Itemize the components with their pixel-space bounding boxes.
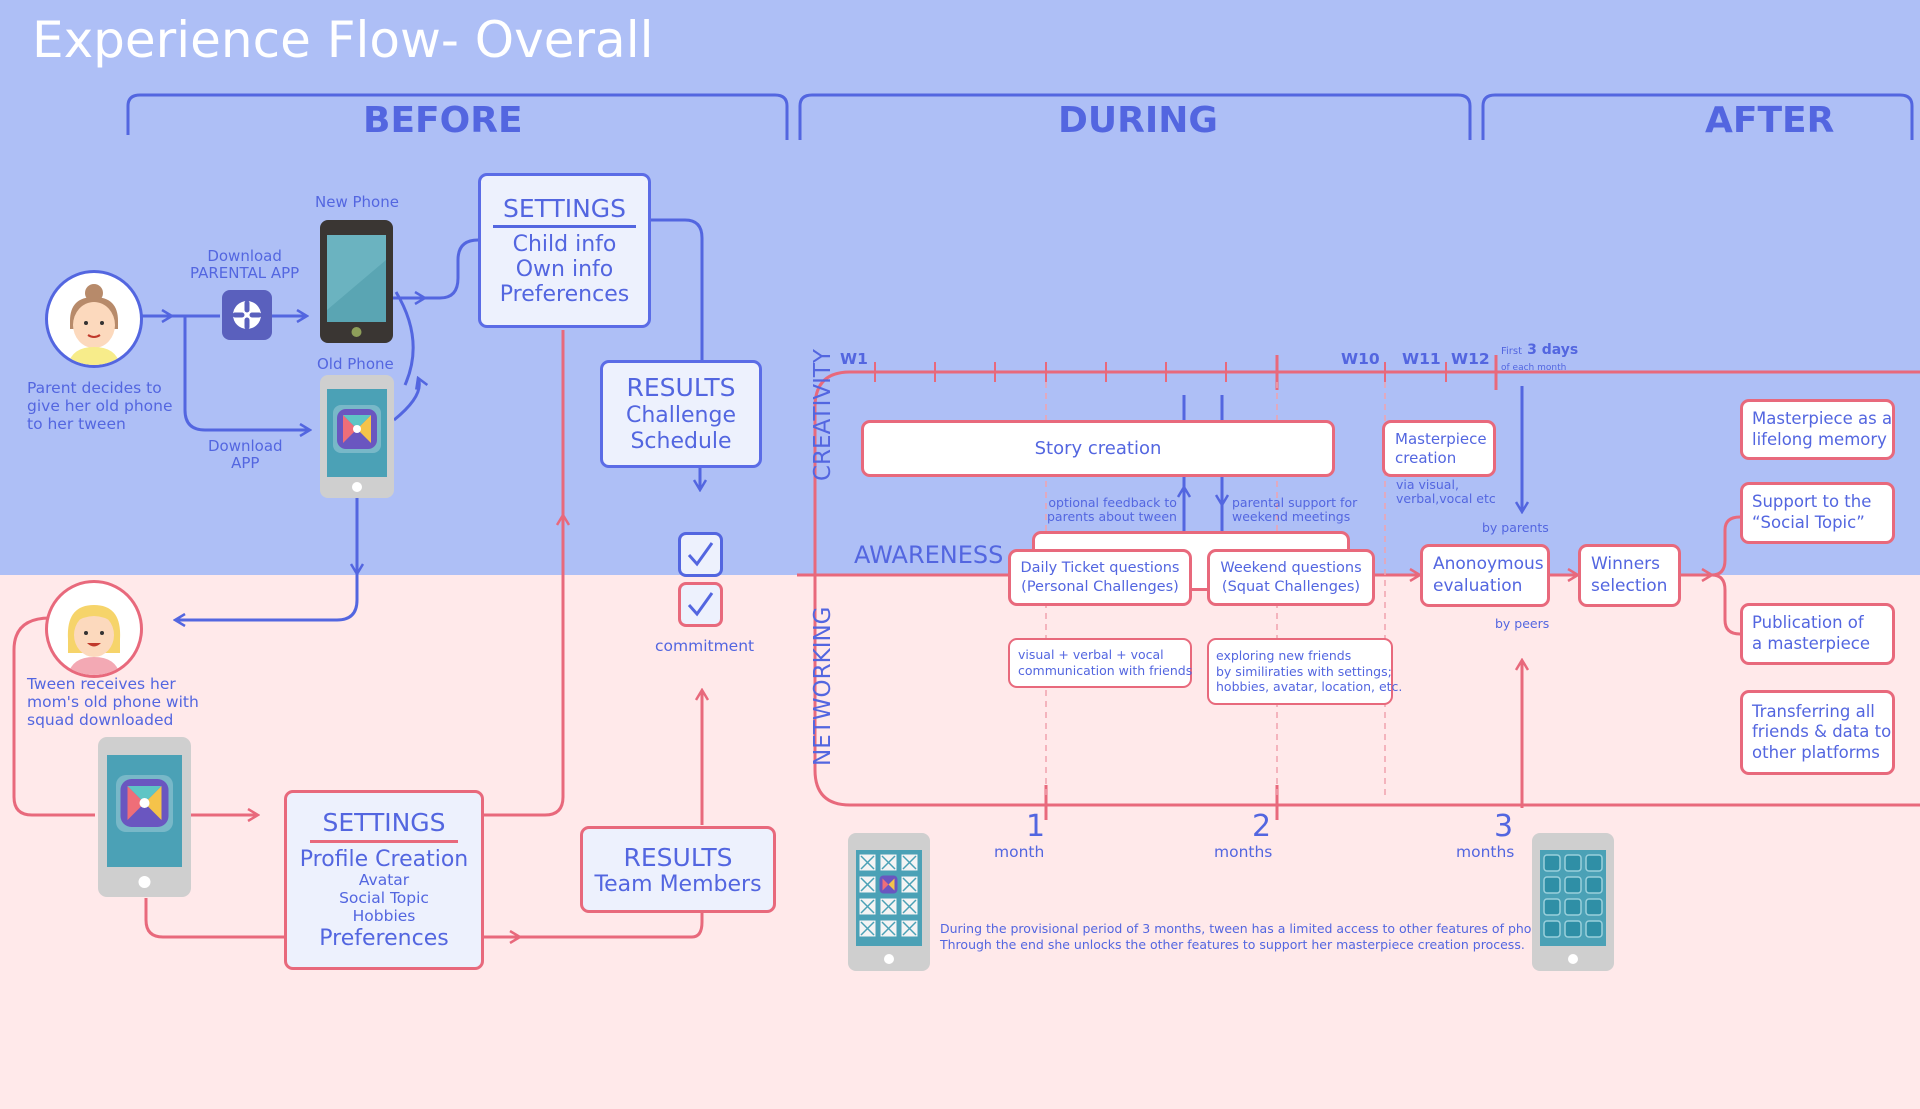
locked-phone-icon [848,833,930,971]
after-item-lifelong-memory: Masterpiece as a lifelong memory [1740,399,1895,460]
after-item-label: Support to the “Social Topic” [1752,492,1872,532]
results-schedule-line: Challenge [626,402,736,428]
month-3-number: 3 [1494,809,1514,844]
visual-verbal-box: visual + verbal + vocal communication wi… [1008,638,1192,688]
results-team-line: Team Members [594,871,762,897]
daily-ticket-box: Daily Ticket questions (Personal Challen… [1008,549,1192,606]
new-phone-label: New Phone [315,193,399,211]
after-item-label: Transferring all friends & data to other… [1752,701,1892,762]
phase-before: BEFORE [363,100,523,141]
results-schedule-title: RESULTS [626,372,736,402]
results-schedule-box: RESULTS Challenge Schedule [600,360,762,468]
axis-networking: NETWORKING [810,606,836,766]
results-team-box: RESULTS Team Members [580,826,776,913]
week-label-w12: W12 [1451,350,1490,368]
first-days-big: 3 days [1527,342,1579,358]
month-2-label: months [1214,843,1273,861]
settings-tween-sub: Social Topic [339,888,429,907]
settings-tween-profile: Profile Creation [299,846,469,872]
by-peers-note: by peers [1495,616,1550,631]
settings-parent-box: SETTINGS Child info Own info Preferences [478,173,651,328]
download-parental-label: Download PARENTAL APP [190,247,300,283]
parental-app-icon[interactable] [222,290,272,340]
old-phone-label: Old Phone [317,355,394,373]
winners-selection-label: Winners selection [1591,554,1668,596]
commitment-label: commitment [655,637,755,655]
weekend-questions-box: Weekend questions (Squat Challenges) [1207,549,1375,606]
unlocked-phone-icon [1532,833,1614,971]
new-phone-icon [320,220,393,343]
axis-creativity: CREATIVITY [810,349,836,481]
via-visual-note: via visual, verbal,vocal etc [1396,477,1496,507]
checkbox-red [678,582,723,627]
masterpiece-creation-label: Masterpiece creation [1395,429,1487,467]
anonymous-evaluation-box: Anonoymous evaluation [1420,544,1550,607]
exploring-box: exploring new friends by similiraties wi… [1207,638,1402,705]
month-1-number: 1 [1026,809,1046,844]
week-label-w10: W10 [1341,350,1380,368]
after-item-social-topic: Support to the “Social Topic” [1740,482,1895,544]
tween-caption: Tween receives her mom's old phone with … [27,675,199,729]
settings-parent-line: Child info [512,232,617,257]
first-days-label: First 3 days of each month [1501,341,1578,373]
old-phone-icon [320,375,394,498]
tween-avatar [45,580,143,678]
results-team-title: RESULTS [623,842,733,872]
settings-tween-sub: Hobbies [352,906,416,925]
settings-parent-title: SETTINGS [492,194,637,228]
exploring-label: exploring new friends by similiraties wi… [1216,648,1403,695]
settings-tween-pref: Preferences [319,925,449,951]
after-item-publication: Publication of a masterpiece [1740,603,1895,665]
parental-support-note: parental support for weekend meetings [1232,495,1358,525]
after-item-label: Publication of a masterpiece [1752,613,1870,653]
settings-tween-title: SETTINGS [310,808,458,843]
phase-after: AFTER [1705,100,1835,141]
anonymous-evaluation-label: Anonoymous evaluation [1433,554,1544,596]
week-label-w1: W1 [840,350,868,368]
provisional-note: During the provisional period of 3 month… [940,921,1552,953]
axis-awareness: AWARENESS [854,541,1004,569]
tween-phone-icon [98,737,191,897]
download-app-label: Download APP [208,437,283,473]
results-schedule-line: Schedule [630,429,732,454]
daily-ticket-label: Daily Ticket questions (Personal Challen… [1020,560,1180,595]
first-days-first: First [1501,346,1523,357]
first-days-sub: of each month [1501,363,1567,373]
by-parents-note: by parents [1482,520,1549,535]
story-creation-box: Story creation [861,420,1335,477]
settings-tween-box: SETTINGS Profile Creation Avatar Social … [284,790,484,970]
parent-avatar [45,270,143,368]
story-creation-label: Story creation [1034,438,1162,459]
parent-caption: Parent decides to give her old phone to … [27,379,173,433]
phase-during: DURING [1058,100,1218,141]
month-1-label: month [994,843,1045,861]
masterpiece-creation-box: Masterpiece creation [1382,420,1496,477]
visual-verbal-label: visual + verbal + vocal communication wi… [1018,647,1193,678]
winners-selection-box: Winners selection [1578,544,1681,607]
settings-parent-line: Preferences [499,282,630,307]
settings-parent-line: Own info [515,257,614,282]
month-2-number: 2 [1252,809,1272,844]
checkbox-blue [678,532,723,577]
page-title: Experience Flow- Overall [32,11,654,69]
weekend-questions-label: Weekend questions (Squat Challenges) [1220,560,1362,595]
after-item-label: Masterpiece as a lifelong memory [1752,408,1893,449]
settings-tween-sub: Avatar [358,871,410,890]
phase-brackets [126,93,1914,140]
optional-feedback-note: optional feedback to parents about tween [1047,495,1177,525]
month-3-label: months [1456,843,1515,861]
week-label-w11: W11 [1402,350,1441,368]
after-item-transferring: Transferring all friends & data to other… [1740,690,1895,775]
